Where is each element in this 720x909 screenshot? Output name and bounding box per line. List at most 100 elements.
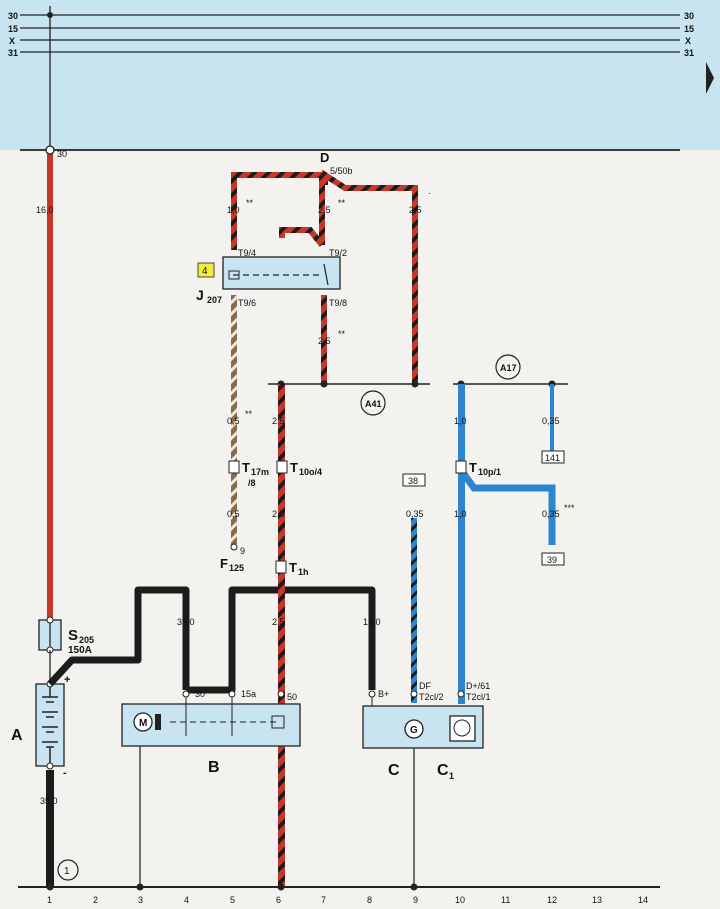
lbl-p50: 50: [287, 692, 297, 702]
lbl-t98: T9/8: [329, 298, 347, 308]
wire-j207-out: [231, 295, 237, 547]
bus-label-31: 31: [8, 48, 18, 58]
highlight-4: [197, 262, 215, 278]
col-7: 7: [321, 895, 326, 905]
lbl-motor-m: M: [139, 718, 147, 729]
bus-label-x-right: X: [685, 36, 691, 46]
lbl-t96: T9/6: [238, 298, 256, 308]
lbl-hl: 4: [202, 266, 208, 277]
lbl-w035c: 0,35: [542, 509, 560, 519]
wire-col6: [278, 384, 285, 887]
lbl-t10o: T: [290, 460, 298, 475]
bus-label-x: X: [9, 36, 15, 46]
lbl-starter-b: B: [208, 759, 220, 776]
page-arrow-icon[interactable]: [706, 62, 714, 94]
lbl-b39: 39: [547, 555, 557, 565]
col-9: 9: [413, 895, 418, 905]
lbl-w035b: 0,35: [406, 509, 424, 519]
col-11: 11: [501, 895, 510, 905]
connector-icons: [228, 460, 467, 574]
wire-d-a41: [234, 172, 325, 245]
lbl-t17: T: [242, 460, 250, 475]
lbl-w35a: 35,0: [177, 617, 195, 627]
connector-a41-icon: [360, 390, 386, 416]
ref-box-39: [541, 552, 565, 566]
lbl-dot: .: [428, 186, 431, 196]
lbl-j: J: [196, 287, 204, 303]
lbl-relay-id: D: [320, 150, 329, 165]
wire-df: [411, 518, 417, 703]
motor-icon: [133, 712, 153, 732]
wire-j207-in: [231, 172, 237, 250]
lbl-t1hs: 1h: [298, 567, 309, 577]
lbl-w035a: 0,35: [542, 416, 560, 426]
col-1: 1: [47, 895, 52, 905]
lbl-b38: 38: [408, 476, 418, 486]
lbl-w160b: 16,0: [363, 617, 381, 627]
ref-box-38: [402, 473, 426, 487]
connector-a17-icon: [495, 354, 521, 380]
bus-band: [0, 0, 720, 150]
lbl-t30: 30: [57, 149, 67, 159]
ground-dots: [46, 883, 418, 891]
lbl-t94: T9/4: [238, 248, 256, 258]
lbl-t10ps: 10p/1: [478, 467, 501, 477]
bus-label-30: 30: [8, 11, 18, 21]
generator-icon: [404, 719, 424, 739]
lbl-w25e: 2,5: [272, 509, 285, 519]
lbl-b141: 141: [545, 453, 560, 463]
battery-plus-wiring: [47, 586, 376, 694]
lbl-st4: **: [245, 409, 253, 419]
lbl-alternator-c: C: [388, 762, 400, 779]
lbl-w05a: 0,5: [227, 416, 240, 426]
lbl-a17: A17: [500, 363, 517, 373]
lbl-relay-pin: 5/50b: [330, 166, 353, 176]
lbl-s: S: [68, 627, 78, 644]
lbl-a41: A41: [365, 399, 382, 409]
lbl-st2: **: [338, 198, 346, 208]
lbl-ssub: 205: [79, 635, 94, 645]
lbl-pt2cl1: T2cl/1: [466, 692, 491, 702]
lbl-w25d: 2,5: [272, 416, 285, 426]
wire-blue-c1: [458, 384, 465, 704]
lbl-t178: /8: [248, 478, 256, 488]
lbl-sval: 150A: [68, 645, 92, 656]
lbl-pd61: D+/61: [466, 681, 490, 691]
lbl-circ1: 1: [64, 866, 70, 877]
wire-141: [550, 384, 554, 452]
wire-35-ground: [46, 770, 54, 887]
col-4: 4: [184, 895, 189, 905]
lbl-p9: 9: [240, 546, 245, 556]
lbl-regulator-c1: C: [437, 762, 449, 779]
terminal-30: [45, 145, 55, 155]
col-10: 10: [455, 895, 465, 905]
lbl-t1h: T: [289, 560, 297, 575]
lbl-w35b: 35,0: [40, 796, 58, 806]
lbl-st5: ***: [564, 503, 575, 513]
lbl-p15a: 15a: [241, 689, 256, 699]
lbl-generator-g: G: [410, 725, 418, 736]
relay-j207: [222, 256, 341, 290]
ref-box-141: [541, 450, 565, 464]
col-5: 5: [230, 895, 235, 905]
wire-d-main: [322, 169, 418, 384]
col-3: 3: [138, 895, 143, 905]
lbl-w10b: 1,0: [454, 416, 467, 426]
lbl-st3: **: [338, 329, 346, 339]
wire-30-main: [47, 150, 53, 620]
col-13: 13: [592, 895, 602, 905]
lbl-w25f: 2,5: [272, 617, 285, 627]
lbl-jsub: 207: [207, 295, 222, 305]
lbl-minus: -: [63, 767, 67, 779]
lbl-plus: +: [64, 674, 70, 686]
lbl-w05b: 0,5: [227, 509, 240, 519]
col-8: 8: [367, 895, 372, 905]
bus-label-15-right: 15: [684, 24, 694, 34]
lbl-w16: 16,0: [36, 205, 54, 215]
col-12: 12: [547, 895, 557, 905]
lbl-battery-a: A: [11, 727, 23, 744]
wire-j207-loop: [279, 227, 325, 247]
lbl-t92: T9/2: [329, 248, 347, 258]
lbl-w25b: 2,5: [409, 205, 422, 215]
lbl-pdf: DF: [419, 681, 431, 691]
